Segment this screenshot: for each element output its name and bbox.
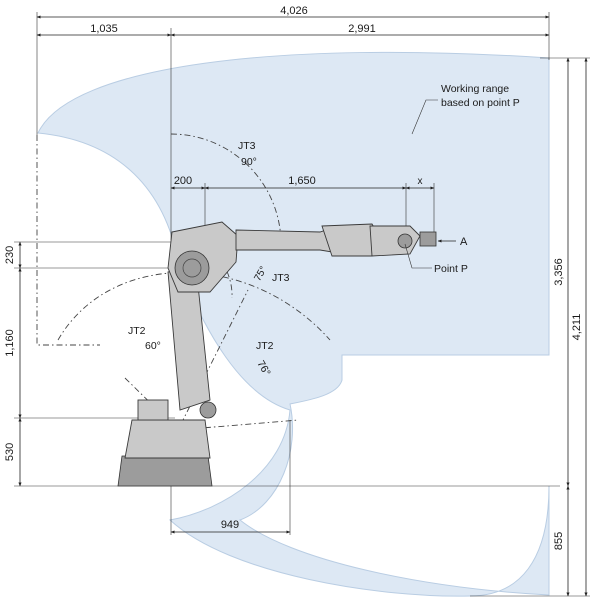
a-mark-label: A (460, 236, 468, 248)
jt3-top-label: JT3 (238, 140, 256, 152)
rear-limit-dashed (36, 135, 100, 346)
jt3-top-angle: 90° (241, 156, 257, 168)
jt3-top-arc (170, 133, 282, 245)
robot-base (117, 455, 213, 487)
dim-front-reach: 2,991 (348, 23, 376, 35)
robot-point-p (397, 233, 413, 249)
dim-h-855: 855 (553, 532, 565, 550)
dim-h-3356: 3,356 (553, 258, 565, 286)
robot-wrist-housing (321, 223, 379, 257)
point-p-leader (404, 243, 432, 269)
dim-offset-200: 200 (174, 175, 192, 187)
dim-arm-1650: 1,650 (288, 175, 316, 187)
robot-jt2-joint (199, 401, 217, 419)
point-p-label: Point P (434, 263, 468, 275)
robot-illustration (117, 221, 437, 487)
jt3-side-label: JT3 (272, 272, 290, 284)
working-range-label-line1: Working range (441, 83, 509, 95)
working-range-label-line2: based on point P (441, 97, 520, 109)
robot-forearm (235, 227, 333, 253)
robot-motor-base (137, 399, 169, 421)
working-range-leader (411, 99, 438, 135)
robot-jt3-joint-inner (182, 258, 202, 278)
dim-rear-reach: 1,035 (90, 23, 118, 35)
working-range-area (37, 51, 550, 597)
dim-bottom-949: 949 (221, 519, 239, 531)
dim-h-230: 230 (4, 246, 16, 264)
jt2-left-angle: 60° (145, 340, 161, 352)
jt2-left-range (124, 289, 249, 431)
robot-turntable (124, 419, 211, 459)
dim-wrist-x: x (418, 176, 423, 187)
jt2-right-label: JT2 (256, 340, 274, 352)
dim-h-4211: 4,211 (571, 314, 583, 341)
robot-wrist (369, 225, 421, 257)
dim-h-1160: 1,160 (4, 329, 16, 357)
dim-h-530: 530 (4, 443, 16, 461)
robot-flange (419, 231, 437, 247)
robot-jt3-joint (174, 250, 210, 286)
jt2-left-label: JT2 (128, 325, 146, 337)
dim-total-width: 4,026 (280, 5, 308, 17)
jt2-right-range (177, 419, 299, 431)
